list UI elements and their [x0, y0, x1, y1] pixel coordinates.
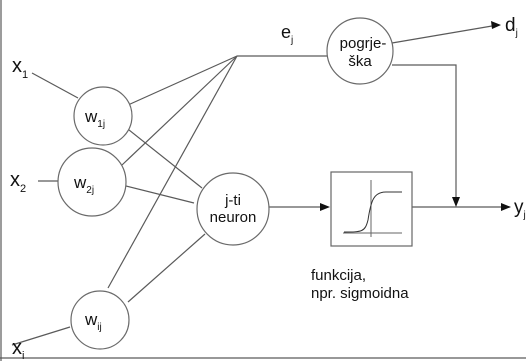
sigmoid-curve-icon: [343, 180, 402, 237]
error-signal-label: ej: [281, 22, 293, 46]
arrowhead-error-down: [452, 197, 460, 207]
activation-caption-line1: funkcija,: [311, 267, 366, 284]
link-w1j-neuron: [123, 125, 203, 189]
arrowhead-output-y: [501, 203, 511, 211]
weight-node-w1j: [73, 86, 133, 146]
link-wij-neuron: [127, 233, 206, 303]
neuron-node: [196, 172, 270, 246]
arrowhead-desired-d: [491, 21, 501, 29]
activation-caption-line2: npr. sigmoidna: [311, 285, 409, 302]
weight-node-w2j: [57, 147, 127, 217]
weight-node-wij: [70, 290, 130, 350]
link-w1j-bus: [127, 55, 238, 106]
input-label-x2: x2: [10, 169, 26, 195]
neuron-label-line1: j-ti: [224, 192, 241, 209]
error-node-label-line2: ška: [348, 53, 372, 70]
input-line-xi: [11, 326, 71, 346]
link-w2j-bus: [121, 55, 238, 166]
error-node: [326, 17, 394, 85]
arrowhead-to-activation: [320, 203, 330, 211]
output-label: yj: [514, 197, 526, 221]
input-line-x1: [31, 72, 79, 99]
link-w2j-neuron: [125, 185, 195, 204]
link-error-desired: [391, 25, 493, 44]
link-error-down: [392, 64, 457, 198]
neuron-label-line2: neuron: [210, 209, 257, 226]
link-wij-bus: [107, 55, 238, 289]
error-node-label-line1: pogrje-: [340, 35, 387, 52]
weight-label-wij: wij: [84, 310, 102, 333]
desired-output-label: dj: [505, 15, 518, 39]
input-label-xi: xi: [12, 337, 24, 361]
weight-label-w1j: w1j: [84, 107, 105, 130]
weight-label-w2j: w2j: [73, 173, 94, 196]
input-label-x1: x1: [12, 55, 28, 81]
